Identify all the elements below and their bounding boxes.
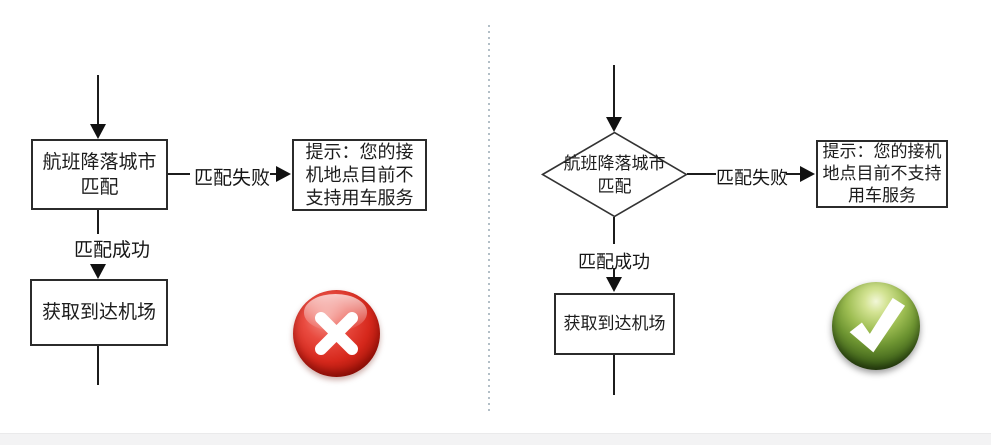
- left-entry-arrowhead-icon: [90, 124, 106, 139]
- footer-band: [0, 433, 991, 445]
- left-get-airport-box: 获取到达机场: [30, 279, 168, 346]
- right-fail-arrowhead-icon: [800, 166, 815, 182]
- right-fail-line-2: [786, 173, 800, 175]
- left-fail-line-2: [270, 173, 280, 175]
- left-decision-label: 航班降落城市 匹配: [42, 151, 157, 198]
- panel-divider: [488, 25, 490, 413]
- right-get-airport-box: 获取到达机场: [554, 293, 675, 355]
- diamond-shape-icon: [541, 131, 688, 218]
- right-fail-edge-label: 匹配失败: [716, 164, 788, 190]
- right-success-line-2: [613, 268, 615, 278]
- right-entry-line: [613, 65, 615, 117]
- right-decision-label: 航班降落城市 匹配: [563, 153, 666, 196]
- right-fail-line: [687, 173, 717, 175]
- error-cross-icon: [293, 290, 380, 377]
- right-success-line: [613, 217, 615, 244]
- right-exit-line: [613, 355, 615, 395]
- left-exit-line: [97, 346, 99, 385]
- left-success-edge-label: 匹配成功: [72, 235, 152, 262]
- success-check-icon: [832, 282, 920, 370]
- left-fail-edge-label: 匹配失败: [190, 163, 274, 190]
- right-fail-tip-box: 提示：您的接机 地点目前不支持 用车服务: [816, 140, 948, 208]
- left-entry-line: [97, 75, 99, 125]
- left-success-arrowhead-icon: [90, 264, 106, 279]
- right-entry-arrowhead-icon: [606, 117, 622, 132]
- right-get-airport-label: 获取到达机场: [563, 314, 666, 333]
- right-fail-tip-label: 提示：您的接机 地点目前不支持 用车服务: [822, 142, 942, 205]
- left-fail-tip-label: 提示：您的接 机地点目前不 支持用车服务: [305, 141, 414, 208]
- left-get-airport-label: 获取到达机场: [41, 302, 156, 323]
- right-success-arrowhead-icon: [606, 277, 622, 292]
- left-decision-box: 航班降落城市 匹配: [31, 139, 168, 210]
- left-fail-arrowhead-icon: [276, 166, 291, 182]
- left-fail-line: [168, 173, 192, 175]
- right-success-edge-label: 匹配成功: [576, 248, 652, 274]
- left-fail-tip-box: 提示：您的接 机地点目前不 支持用车服务: [292, 139, 427, 211]
- left-success-line: [97, 210, 99, 234]
- right-decision-diamond: 航班降落城市 匹配: [541, 131, 688, 218]
